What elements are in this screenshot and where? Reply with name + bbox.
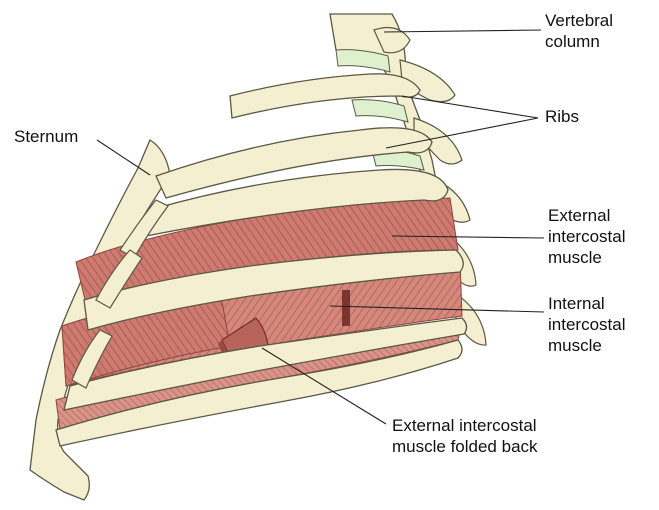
label-external-intercostal-folded-back: External intercostal muscle folded back bbox=[392, 415, 538, 457]
label-external-intercostal-muscle: External intercostal muscle bbox=[548, 205, 625, 268]
leader-ribs-a bbox=[402, 96, 538, 118]
muscle-cut-mark bbox=[342, 290, 350, 326]
label-vertebral-column: Vertebral column bbox=[545, 10, 613, 52]
label-internal-intercostal-muscle: Internal intercostal muscle bbox=[548, 293, 625, 356]
label-ribs: Ribs bbox=[545, 106, 579, 127]
leader-vertebral bbox=[384, 30, 541, 32]
label-sternum: Sternum bbox=[14, 126, 78, 147]
